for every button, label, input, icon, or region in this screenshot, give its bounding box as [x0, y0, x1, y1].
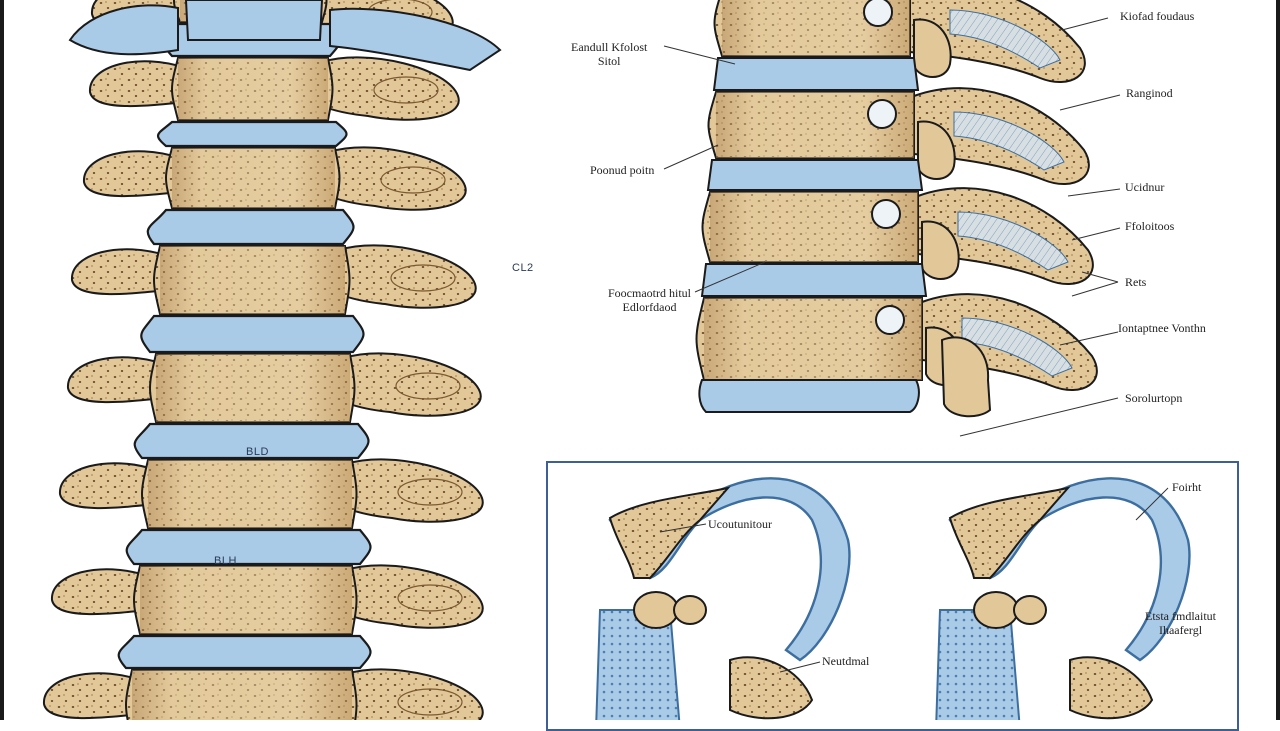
left-transverse-process — [66, 356, 165, 404]
right-articular-process — [321, 56, 460, 121]
ligament-striae — [961, 317, 1073, 377]
articular-knob — [921, 220, 960, 280]
callout-leader-lines — [659, 17, 1169, 673]
frame-left-edge — [0, 0, 4, 720]
intervertebral-foramen — [863, 0, 893, 27]
bottom-lateral-disc — [698, 379, 920, 413]
lateral-disc — [706, 159, 924, 191]
vertebral-body-shade — [160, 246, 345, 314]
right-articular-process — [345, 564, 484, 629]
intervertebral-foramen — [871, 199, 901, 229]
left-transverse-process — [82, 150, 181, 198]
intervertebral-disc — [140, 314, 365, 354]
process-facet — [395, 372, 461, 400]
inset-callout-ucoutunitour: Ucoutunitour — [708, 517, 772, 531]
lateral-spine-detail — [695, 0, 1098, 418]
intervertebral-disc — [117, 634, 372, 670]
inset-vertebra-b-facet-right — [1013, 595, 1047, 625]
vertebral-body-shade — [156, 354, 350, 422]
process-facet — [373, 76, 439, 104]
callout-kiofad-foudaus: Kiofad foudaus — [1120, 9, 1195, 23]
right-articular-process — [343, 352, 482, 417]
left-transverse-process — [70, 248, 169, 296]
vertebral-body-shade — [178, 58, 328, 120]
process-facet — [397, 688, 463, 716]
top-left-disc-wing — [68, 4, 179, 56]
left-spine-label-bld: BLD — [246, 446, 269, 458]
process-facet — [397, 478, 463, 506]
process-facet — [390, 264, 456, 292]
callout-sorolurtopn: Sorolurtopn — [1125, 391, 1183, 405]
callout-rets: Rets — [1125, 275, 1147, 289]
callout-foocmaotrd-hitul: Foocmaotrd hitul Edlorfdaod — [608, 286, 691, 314]
left-transverse-process — [50, 568, 149, 616]
vertebral-body-shade — [140, 566, 352, 634]
inset-panel-frame — [546, 461, 1239, 731]
right-articular-process — [345, 668, 484, 720]
left-spine-label-cl2: CL2 — [512, 262, 534, 274]
inset-vertebra-a-inferior-process — [729, 656, 814, 720]
intervertebral-disc — [125, 528, 372, 566]
inset-vertebra-a-lamina — [608, 486, 731, 579]
ligament-striae — [957, 211, 1069, 271]
inset-callout-neutdmal: Neutdmal — [822, 654, 870, 668]
inset-vertebra-b-inferior-process — [1069, 656, 1154, 720]
vertebral-body-shade — [132, 670, 352, 720]
ligament-striae — [949, 9, 1061, 69]
right-articular-process — [328, 146, 467, 211]
left-transverse-process — [88, 60, 187, 108]
callout-ranginod: Ranginod — [1126, 86, 1173, 100]
inset-callout-foirht: Foirht — [1172, 480, 1202, 494]
top-right-disc-wing — [329, 7, 502, 72]
intervertebral-foramen — [867, 99, 897, 129]
callout-poonud-poitn: Poonud poitn — [590, 163, 655, 177]
vertebral-body-shade — [148, 460, 352, 528]
frame-right-edge — [1276, 0, 1280, 720]
intervertebral-disc — [133, 422, 370, 460]
right-articular-process — [338, 244, 477, 309]
inset-vertebra-art — [595, 477, 1191, 720]
intervertebral-disc — [146, 208, 355, 246]
lateral-disc — [712, 57, 920, 91]
callout-iontaptnee-vonthn: Iontaptnee Vonthn — [1118, 321, 1206, 335]
inset-vertebra-a-facet-right — [673, 595, 707, 625]
callout-eandull-kfolost: Eandull Kfolost Sitol — [571, 40, 648, 68]
left-transverse-process — [58, 462, 157, 510]
bottom-articular-process — [940, 336, 992, 418]
right-articular-process — [345, 458, 484, 523]
process-facet — [397, 584, 463, 612]
intervertebral-disc — [156, 120, 348, 148]
process-facet — [380, 166, 446, 194]
articular-knob — [917, 120, 956, 180]
inset-callout-etsta-fmdlaitut: Etsta fmdlaitut Ihaafergl — [1145, 609, 1216, 637]
vertebral-body-shade — [172, 148, 335, 208]
left-transverse-process — [42, 672, 141, 720]
articular-knob — [913, 18, 952, 78]
intervertebral-foramen — [875, 305, 905, 335]
callout-ucidnur: Ucidnur — [1125, 180, 1165, 194]
top-disc — [184, 0, 324, 41]
left-spine-column — [42, 0, 502, 720]
inset-vertebra-b-lamina — [948, 486, 1071, 579]
ligament-striae — [953, 111, 1065, 171]
lateral-disc — [700, 263, 928, 297]
callout-ffoloitoos: Ffoloitoos — [1125, 219, 1175, 233]
left-spine-label-blh: BLH — [214, 555, 237, 567]
